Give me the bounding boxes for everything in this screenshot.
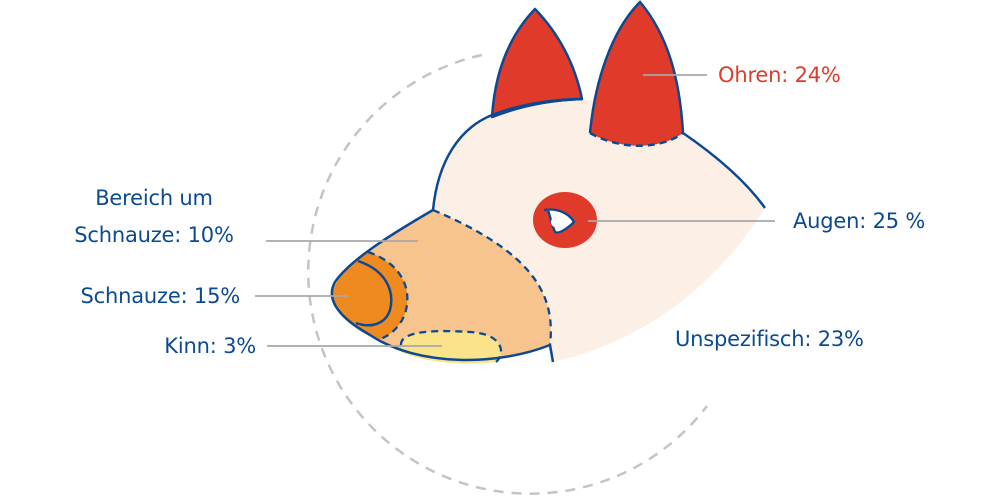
face-region [433,99,765,362]
nose-region [332,252,408,340]
label-bereich-um-schnauze: Bereich um Schnauze: 10% [58,185,250,248]
label-ohren: Ohren: 24% [718,63,841,87]
label-kinn: Kinn: 3% [164,334,256,358]
label-schnauze: Schnauze: 15% [80,284,241,308]
right-ear [590,2,683,146]
snout-outline [330,208,551,362]
head-outline [431,97,583,211]
nose-inner-outline [355,259,393,327]
label-augen: Augen: 25 % [793,209,926,233]
label-unspezifisch: Unspezifisch: 23% [675,327,864,351]
eye-icon [543,208,576,234]
dashed-circle-arc [307,53,708,495]
label-bereich-line1: Bereich um [95,186,213,210]
label-bereich-line2: Schnauze: 10% [74,223,234,247]
